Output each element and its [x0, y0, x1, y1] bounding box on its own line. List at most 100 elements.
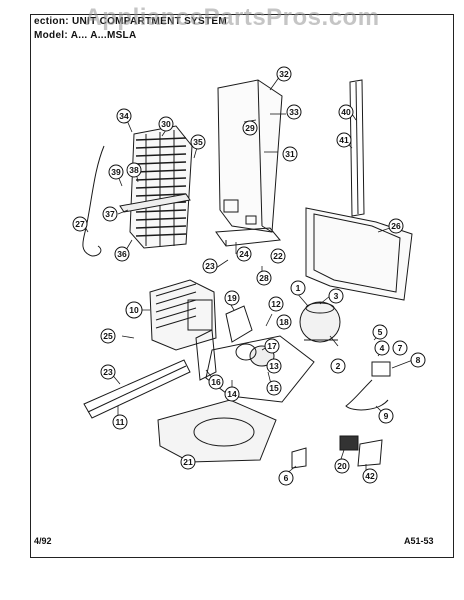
svg-text:9: 9	[384, 411, 389, 421]
svg-text:36: 36	[117, 249, 127, 259]
callout-39: 39	[108, 164, 124, 180]
svg-text:33: 33	[289, 107, 299, 117]
svg-text:27: 27	[75, 219, 85, 229]
callout-9: 9	[378, 408, 394, 424]
callout-14: 14	[224, 386, 240, 402]
svg-text:5: 5	[378, 327, 383, 337]
callout-10: 10	[125, 301, 143, 319]
svg-text:6: 6	[284, 473, 289, 483]
footer-page-code: A51-53	[404, 536, 434, 546]
overload-part	[339, 435, 359, 451]
callout-12: 12	[268, 296, 284, 312]
svg-text:39: 39	[111, 167, 121, 177]
svg-text:23: 23	[205, 261, 215, 271]
channel-part	[83, 359, 191, 419]
callout-19: 19	[224, 290, 240, 306]
watermark-text: AppliancePartsPros.com	[84, 4, 380, 31]
callout-24: 24	[236, 246, 252, 262]
strip-part	[349, 79, 365, 217]
callout-22: 22	[270, 248, 286, 264]
svg-text:10: 10	[129, 305, 139, 315]
relay-part	[371, 361, 391, 377]
callout-21: 21	[180, 454, 196, 470]
svg-text:42: 42	[365, 471, 375, 481]
svg-text:37: 37	[105, 209, 115, 219]
callout-28: 28	[256, 270, 272, 286]
callout-32: 32	[276, 66, 292, 82]
svg-text:11: 11	[116, 417, 125, 427]
callout-40: 40	[338, 104, 354, 120]
callout-41: 41	[336, 132, 352, 148]
svg-text:7: 7	[398, 343, 403, 353]
callout-20: 20	[334, 458, 350, 474]
svg-text:34: 34	[119, 111, 129, 121]
callout-42: 42	[362, 468, 378, 484]
evaporator-coil-part	[129, 125, 193, 249]
callout-13: 13	[266, 358, 282, 374]
callout-23a: 23	[202, 258, 218, 274]
svg-text:28: 28	[259, 273, 269, 283]
model-line: Model: A... A...MSLA	[34, 30, 137, 41]
svg-text:13: 13	[269, 361, 279, 371]
svg-text:1: 1	[296, 283, 301, 293]
callout-1: 1	[290, 280, 306, 296]
svg-text:19: 19	[227, 293, 237, 303]
wire-harness-part	[82, 145, 105, 257]
callout-25: 25	[100, 328, 116, 344]
callout-17: 17	[264, 338, 280, 354]
callout-26: 26	[388, 218, 404, 234]
svg-text:2: 2	[336, 361, 341, 371]
base-plate-part	[205, 335, 315, 403]
bracket-small-part	[291, 447, 307, 469]
svg-text:29: 29	[245, 123, 255, 133]
svg-text:16: 16	[211, 377, 221, 387]
callout-bubbles: 1 2 3 4 5 6 7 8 9 10 11 12 13 14 15 16 1…	[72, 66, 426, 486]
drain-pan-part	[157, 399, 277, 463]
callout-27: 27	[72, 216, 88, 232]
svg-text:18: 18	[279, 317, 289, 327]
svg-text:25: 25	[103, 331, 113, 341]
fan-shroud-part	[149, 279, 217, 351]
callout-30: 30	[158, 116, 174, 132]
callout-18: 18	[276, 314, 292, 330]
svg-text:30: 30	[161, 119, 171, 129]
section-title: ection: UNIT COMPARTMENT SYSTEM	[34, 16, 228, 27]
callout-33: 33	[286, 104, 302, 120]
svg-text:8: 8	[416, 355, 421, 365]
callout-3: 3	[328, 288, 344, 304]
callout-29: 29	[242, 120, 258, 136]
callout-35: 35	[190, 134, 206, 150]
svg-text:21: 21	[183, 457, 193, 467]
fan-bracket-part	[225, 305, 253, 343]
svg-text:41: 41	[339, 135, 349, 145]
callout-37: 37	[102, 206, 118, 222]
diagram-frame	[30, 14, 454, 558]
callout-5: 5	[372, 324, 388, 340]
svg-text:20: 20	[337, 461, 347, 471]
svg-text:14: 14	[227, 389, 237, 399]
callout-15: 15	[266, 380, 282, 396]
svg-text:15: 15	[269, 383, 279, 393]
callout-31: 31	[282, 146, 298, 162]
power-cord-part	[345, 379, 389, 411]
svg-text:12: 12	[271, 299, 281, 309]
callout-11: 11	[112, 414, 128, 430]
svg-text:40: 40	[341, 107, 351, 117]
drain-trough-part	[215, 227, 281, 247]
svg-text:38: 38	[129, 165, 139, 175]
svg-text:17: 17	[267, 341, 277, 351]
svg-text:22: 22	[273, 251, 283, 261]
svg-text:23: 23	[103, 367, 113, 377]
callout-34: 34	[116, 108, 132, 124]
callout-4: 4	[374, 340, 390, 356]
footer-date: 4/92	[34, 536, 52, 546]
compressor-part	[299, 301, 341, 343]
callout-6: 6	[278, 470, 294, 486]
svg-text:24: 24	[239, 249, 249, 259]
callout-36: 36	[114, 246, 130, 262]
callout-2: 2	[330, 358, 346, 374]
defrost-heater-part	[119, 193, 191, 213]
cover-part	[357, 439, 383, 467]
svg-text:26: 26	[391, 221, 401, 231]
